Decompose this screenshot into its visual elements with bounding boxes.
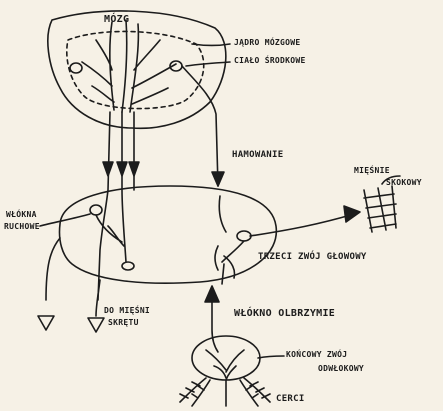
brain-neurons (82, 20, 176, 112)
nucleus-pointer (192, 44, 230, 46)
cerci-left (180, 378, 210, 406)
ganglion-neuron-left (90, 205, 102, 215)
label-terminal-ganglion-2: ODWŁOKOWY (318, 364, 364, 373)
label-muscle-right-2: SKOKOWY (386, 178, 422, 187)
terminal-ganglion-outline (192, 336, 260, 380)
cerci-right (240, 378, 270, 406)
twist-arrow (88, 318, 104, 332)
label-brain-nucleus: JĄDRO MÓZGOWE (234, 38, 301, 47)
jump-muscle (364, 186, 396, 232)
label-ganglion: TRZECI ZWÓJ GŁOWOWY (258, 252, 367, 262)
ganglion-neuron-right (237, 231, 251, 241)
giant-fiber-arrow (205, 286, 219, 302)
inhibition-pathway (182, 66, 218, 186)
terminal-pointer (258, 356, 284, 358)
jump-muscle-arrow (344, 206, 360, 222)
label-terminal-ganglion: KOŃCOWY ZWÓJ (286, 350, 347, 359)
label-to-muscles-2: SKRĘTU (108, 318, 139, 327)
central-body-pointer (186, 62, 230, 66)
arrow-3 (129, 162, 139, 176)
arrow-1 (103, 162, 113, 176)
label-giant-fiber: WŁÓKNO OLBRZYMIE (234, 308, 335, 319)
label-muscle-right: MIĘŚNIE (354, 166, 390, 175)
label-cerci: CERCI (276, 394, 305, 404)
motor-arrow-down (38, 316, 54, 330)
ganglion-neuron-lower (122, 262, 134, 270)
jump-muscle-fiber (250, 214, 354, 236)
arrow-2 (117, 162, 127, 176)
giant-fiber (212, 300, 218, 352)
brain-outline (48, 11, 226, 128)
terminal-ganglion-neurons (206, 350, 244, 380)
ganglion-outline (60, 186, 277, 283)
label-brain: MÓZG (104, 14, 129, 25)
label-central-body: CIAŁO ŚRODKOWE (234, 56, 306, 65)
label-to-muscles: DO MIĘŚNI (104, 306, 150, 315)
descending-fiber-2 (122, 112, 126, 262)
label-fiber-left-2: RUCHOWE (4, 222, 40, 231)
motor-fiber-left (40, 214, 90, 226)
brain-neuron-body-left (70, 63, 82, 73)
motor-fiber-down (46, 238, 60, 300)
label-fiber-left: WŁÓKNA (6, 210, 37, 219)
ganglion-neurons (96, 196, 244, 278)
inhibition-arrow (212, 172, 224, 186)
label-inhibition: HAMOWANIE (232, 150, 283, 160)
ganglion-giant-link (222, 264, 224, 284)
